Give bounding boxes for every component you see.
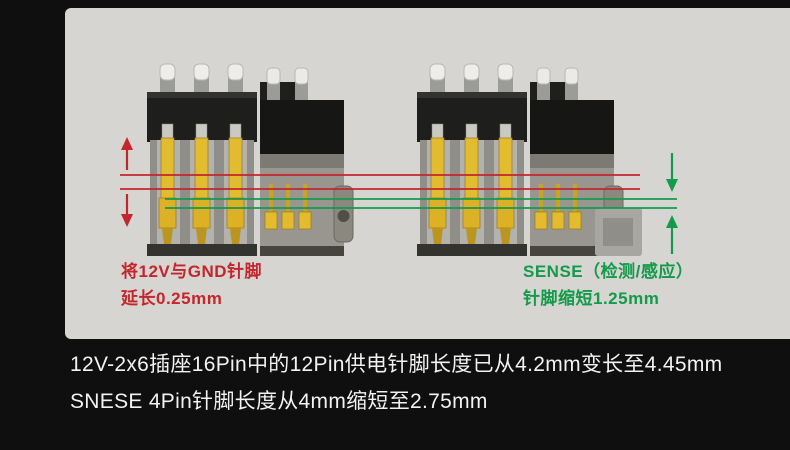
connector-diagram-svg bbox=[120, 63, 678, 257]
left-annotation-line2: 延长0.25mm bbox=[121, 289, 223, 309]
red-up-arrow-icon bbox=[121, 137, 133, 170]
connector-assembly-right bbox=[416, 63, 624, 257]
right-annotation: SENSE（检测/感应） 针脚缩短1.25mm bbox=[523, 258, 693, 312]
green-shorten-lines bbox=[165, 198, 677, 209]
caption-line1: 12V-2x6插座16Pin中的12Pin供电针脚长度已从4.2mm变长至4.4… bbox=[70, 353, 723, 376]
diagram-panel: 将12V与GND针脚 延长0.25mm SENSE（检测/感应） 针脚缩短1.2… bbox=[65, 8, 790, 339]
right-annotation-line2: 针脚缩短1.25mm bbox=[523, 289, 660, 309]
red-extension-lines bbox=[120, 174, 640, 190]
connector-assembly-left bbox=[146, 63, 354, 257]
left-annotation-line1: 将12V与GND针脚 bbox=[121, 262, 263, 281]
caption-line2: SNESE 4Pin针脚长度从4mm缩短至2.75mm bbox=[70, 390, 488, 413]
red-down-arrow-icon bbox=[121, 194, 133, 227]
left-annotation: 将12V与GND针脚 延长0.25mm bbox=[121, 258, 262, 312]
green-down-arrow-icon bbox=[666, 153, 678, 192]
right-annotation-line1: SENSE（检测/感应） bbox=[523, 262, 694, 281]
caption: 12V-2x6插座16Pin中的12Pin供电针脚长度已从4.2mm变长至4.4… bbox=[70, 346, 722, 420]
connector-side-block-inset bbox=[603, 218, 633, 246]
green-up-arrow-icon bbox=[666, 215, 678, 254]
